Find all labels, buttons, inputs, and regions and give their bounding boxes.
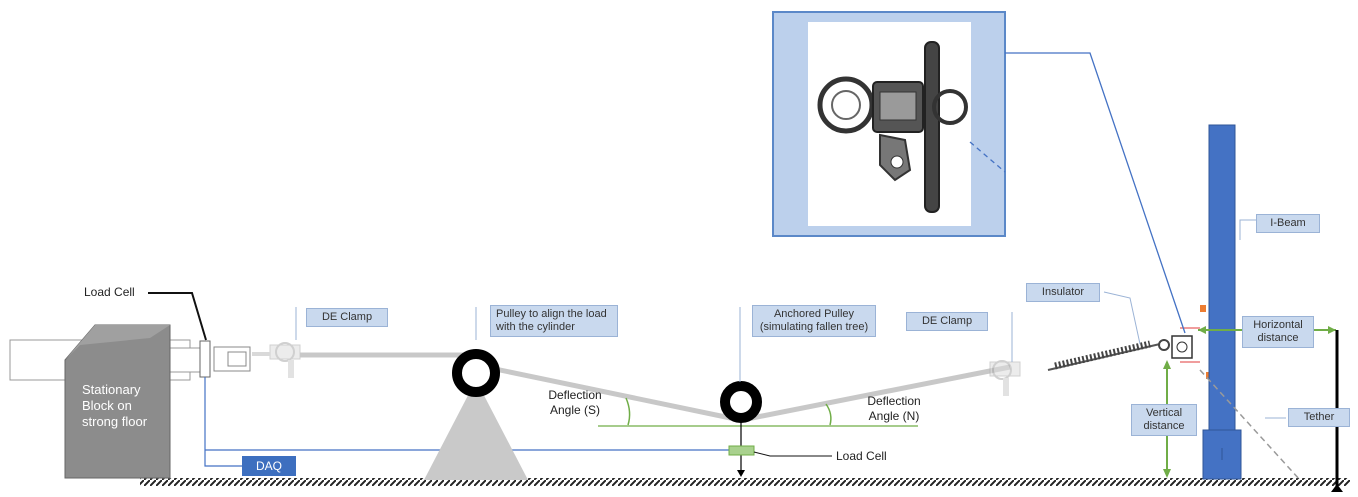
insulator	[1047, 339, 1170, 371]
insulator-label: Insulator	[1026, 283, 1100, 302]
de-clamp-left	[252, 342, 301, 378]
horizontal-distance-label: Horizontal distance	[1242, 316, 1314, 348]
daq-label: DAQ	[242, 456, 296, 476]
block-top-shade	[65, 325, 170, 360]
h-arrow-left-head	[1198, 326, 1206, 334]
cable-to-anchored	[475, 362, 741, 423]
pulley-support	[424, 380, 528, 480]
de-clamp-right-label: DE Clamp	[906, 312, 988, 331]
v-arrow-top-head	[1163, 360, 1171, 369]
v-arrow-bottom-head	[1163, 469, 1171, 478]
load-cell-left	[199, 340, 251, 378]
i-beam-label: I-Beam	[1256, 214, 1320, 233]
load-cell-bottom-pointer	[753, 451, 832, 457]
inset-connector	[1005, 52, 1186, 334]
deflection-angle-s-label: Deflection Angle (S)	[548, 388, 602, 417]
cable-to-right	[741, 364, 1011, 423]
vertical-distance-label: Vertical distance	[1131, 404, 1197, 436]
beam-fitting	[1171, 305, 1212, 379]
arc-n	[825, 403, 832, 426]
load-cell-top-label: Load Cell	[84, 285, 135, 299]
daq-wire	[204, 377, 242, 467]
anchor-arrow	[737, 470, 745, 477]
inset-load-cell-picture	[817, 41, 968, 213]
load-cell-bottom-box	[728, 445, 755, 456]
ground-hatch	[140, 478, 1350, 486]
leader-ibeam	[1239, 219, 1256, 240]
tether-line	[1199, 369, 1301, 481]
arc-s	[625, 397, 631, 426]
load-cell-pointer	[148, 292, 207, 341]
pulley-align-label: Pulley to align the load with the cylind…	[490, 305, 618, 337]
de-clamp-left-label: DE Clamp	[306, 308, 388, 327]
anchored-pulley-label: Anchored Pulley (simulating fallen tree)	[752, 305, 876, 337]
inset-dash	[969, 141, 1006, 173]
stationary-block-label: Stationary Block on strong floor	[82, 382, 148, 429]
load-cell-bottom-label: Load Cell	[836, 449, 887, 463]
i-beam	[1208, 124, 1236, 431]
leader-insulator	[1103, 291, 1141, 345]
tether-base	[1331, 484, 1343, 492]
de-clamp-right	[989, 360, 1021, 396]
tether-label: Tether	[1288, 408, 1350, 427]
h-arrow-right-head	[1328, 326, 1336, 334]
align-pulley	[452, 349, 500, 397]
deflection-angle-n-label: Deflection Angle (N)	[867, 394, 921, 423]
anchored-pulley	[720, 381, 762, 423]
